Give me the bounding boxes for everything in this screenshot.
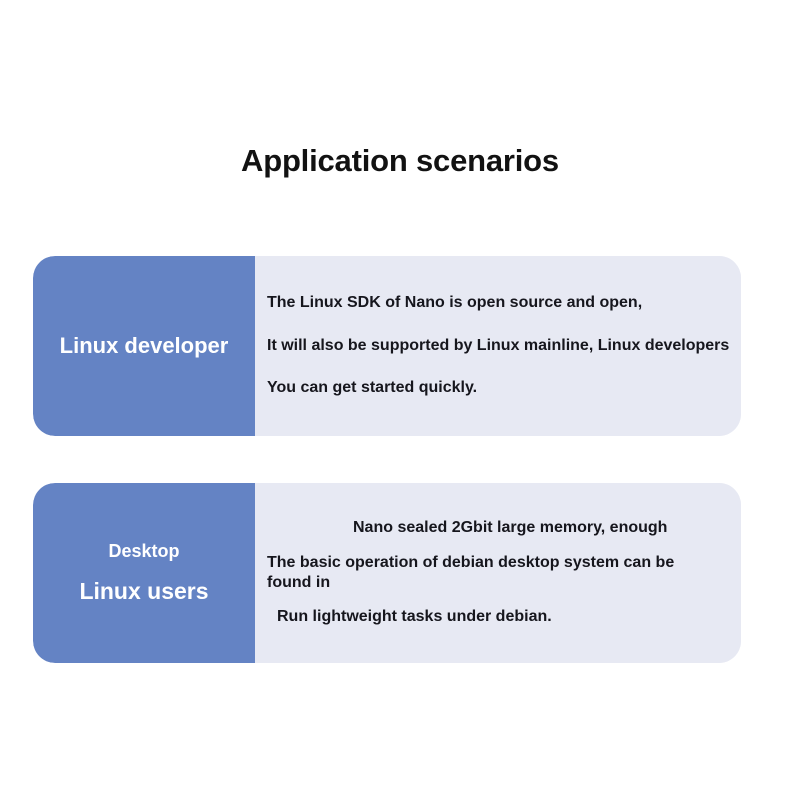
card-body: Nano sealed 2Gbit large memory, enough T… (257, 483, 741, 663)
card-label-text-secondary: Desktop (108, 541, 180, 562)
card-body-line: It will also be supported by Linux mainl… (267, 336, 730, 354)
card-body: The Linux SDK of Nano is open source and… (257, 256, 741, 436)
page-title: Application scenarios (241, 143, 559, 178)
scenario-card-linux-developer: Linux developer The Linux SDK of Nano is… (33, 256, 741, 436)
card-label-text: Linux users (79, 577, 209, 604)
card-body-line: You can get started quickly. (267, 379, 478, 397)
card-body-line: Run lightweight tasks under debian. (277, 608, 552, 626)
card-body-line: Nano sealed 2Gbit large memory, enough (353, 519, 668, 537)
card-label-panel: Desktop Linux users (33, 483, 255, 663)
card-label-text: Linux developer (59, 333, 229, 359)
card-body-line: The Linux SDK of Nano is open source and… (267, 294, 643, 312)
scenario-card-desktop-linux-users: Desktop Linux users Nano sealed 2Gbit la… (33, 483, 741, 663)
card-body-line: The basic operation of debian desktop sy… (267, 553, 675, 591)
card-label-panel: Linux developer (33, 256, 255, 436)
